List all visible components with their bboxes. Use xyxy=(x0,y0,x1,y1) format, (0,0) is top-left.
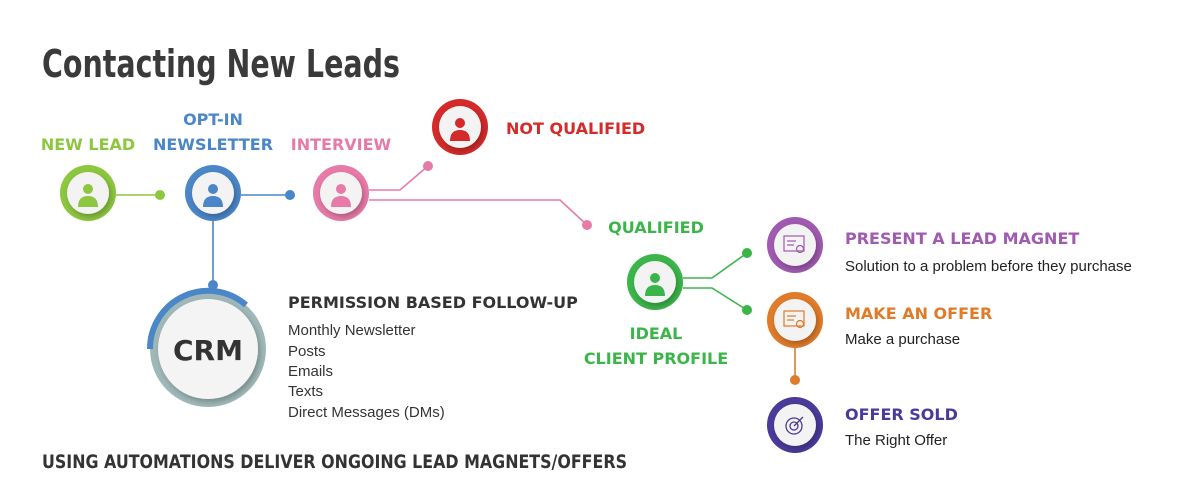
outcome-desc: Solution to a problem before they purcha… xyxy=(845,258,1132,275)
qualified-label: QUALIFIED xyxy=(608,218,704,237)
connector-dots xyxy=(155,161,800,385)
not-qualified-label: NOT QUALIFIED xyxy=(506,119,645,138)
crm-heading: PERMISSION BASED FOLLOW-UP xyxy=(288,293,578,312)
node-opt-in-newsletter: OPT-IN NEWSLETTER xyxy=(153,110,273,221)
outcome-offer-sold: OFFER SOLD The Right Offer xyxy=(767,397,958,453)
node-interview: INTERVIEW xyxy=(291,135,392,221)
outcome-title: PRESENT A LEAD MAGNET xyxy=(845,229,1079,248)
node-qualified: QUALIFIED IDEAL CLIENT PROFILE xyxy=(584,218,728,368)
certificate-icon xyxy=(783,235,805,254)
new-lead-label: NEW LEAD xyxy=(41,135,135,154)
crm-label: CRM xyxy=(173,334,243,367)
footer-caption: USING AUTOMATIONS DELIVER ONGOING LEAD M… xyxy=(42,451,627,473)
list-item: Emails xyxy=(288,363,333,380)
interview-label: INTERVIEW xyxy=(291,135,392,154)
ideal-label: IDEAL xyxy=(630,324,683,343)
outcome-desc: Make a purchase xyxy=(845,331,960,348)
outcome-title: MAKE AN OFFER xyxy=(845,304,992,323)
list-item: Direct Messages (DMs) xyxy=(288,404,445,421)
outcome-title: OFFER SOLD xyxy=(845,405,958,424)
connectors xyxy=(116,165,796,380)
client-profile-label: CLIENT PROFILE xyxy=(584,349,728,368)
certificate-icon xyxy=(783,310,805,329)
node-not-qualified: NOT QUALIFIED xyxy=(432,99,645,155)
newsletter-label: NEWSLETTER xyxy=(153,135,273,154)
outcome-lead-magnet: PRESENT A LEAD MAGNET Solution to a prob… xyxy=(767,217,1132,275)
node-new-lead: NEW LEAD xyxy=(41,135,135,221)
list-item: Texts xyxy=(288,383,323,400)
outcome-make-offer: MAKE AN OFFER Make a purchase xyxy=(767,292,992,348)
list-item: Posts xyxy=(288,343,326,360)
crm-node: CRM xyxy=(146,287,266,407)
page-title: Contacting New Leads xyxy=(42,42,400,86)
crm-list: Monthly Newsletter Posts Emails Texts Di… xyxy=(288,322,445,421)
opt-in-label: OPT-IN xyxy=(183,110,243,129)
target-icon xyxy=(785,416,804,435)
list-item: Monthly Newsletter xyxy=(288,322,416,339)
outcome-desc: The Right Offer xyxy=(845,432,947,449)
